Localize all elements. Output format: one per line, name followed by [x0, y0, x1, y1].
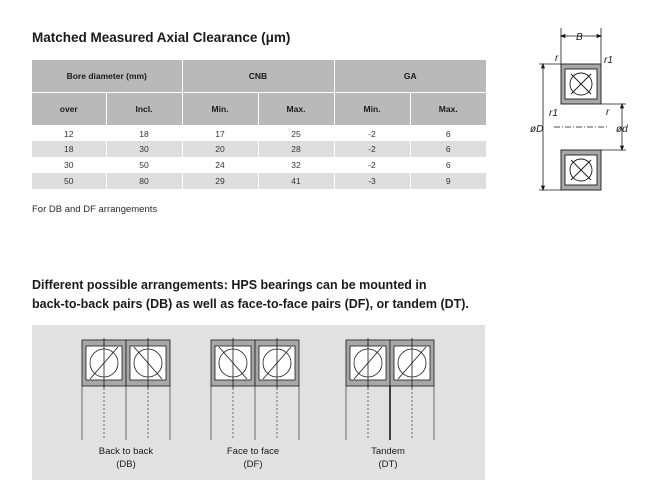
- col-header-incl: Incl.: [105, 92, 182, 125]
- table-cell: 41: [257, 173, 334, 189]
- table-cell: 17: [181, 125, 258, 141]
- width-label: B: [576, 32, 583, 43]
- r1-label-left: r1: [549, 108, 558, 119]
- table-cell: 18: [105, 125, 182, 141]
- col-header-over: over: [32, 92, 106, 125]
- table-cell: 50: [32, 173, 106, 189]
- r-label-right: r: [606, 107, 610, 118]
- arrangement-df-diagram: [210, 338, 300, 440]
- table-cell: -3: [333, 173, 410, 189]
- table-cell: 30: [105, 141, 182, 157]
- table-row: 12 18 17 25 -2 6: [32, 125, 486, 141]
- caption-dt-code: (DT): [378, 459, 398, 470]
- r1-label-top: r1: [604, 55, 613, 66]
- arrangements-description: Different possible arrangements: HPS bea…: [32, 276, 469, 314]
- table-cell: 6: [409, 125, 486, 141]
- caption-df-label: Face to face: [226, 446, 280, 457]
- page-title: Matched Measured Axial Clearance (μm): [32, 30, 291, 45]
- col-header-cnb-min: Min.: [181, 92, 258, 125]
- caption-db-label: Back to back: [98, 446, 154, 457]
- table-cell: 80: [105, 173, 182, 189]
- table-cell: 6: [409, 157, 486, 173]
- caption-dt: Tandem (DT): [338, 445, 438, 471]
- table-cell: 9: [409, 173, 486, 189]
- col-group-cnb: CNB: [181, 60, 334, 93]
- arrangements-line-2: back-to-back pairs (DB) as well as face-…: [32, 297, 469, 311]
- table-cell: 6: [409, 141, 486, 157]
- table-cell: 20: [181, 141, 258, 157]
- col-group-bore: Bore diameter (mm): [32, 60, 182, 93]
- table-cell: -2: [333, 141, 410, 157]
- table-cell: 28: [257, 141, 334, 157]
- bore-diameter-label: ød: [616, 124, 628, 135]
- caption-df: Face to face (DF): [203, 445, 303, 471]
- col-header-cnb-max: Max.: [257, 92, 334, 125]
- table-cell: 32: [257, 157, 334, 173]
- table-cell: -2: [333, 125, 410, 141]
- table-cell: 24: [181, 157, 258, 173]
- table-cell: 29: [181, 173, 258, 189]
- caption-df-code: (DF): [243, 459, 263, 470]
- table-cell: 12: [64, 129, 74, 139]
- table-row: 50 80 29 41 -3 9: [32, 173, 486, 189]
- bearing-cross-section: B r r1 r1 r øD ød: [530, 28, 628, 192]
- col-group-ga: GA: [333, 60, 486, 93]
- table-cell: 18: [32, 141, 106, 157]
- outer-diameter-label: øD: [530, 124, 543, 135]
- table-row: 18 30 20 28 -2 6: [32, 141, 486, 157]
- table-footnote: For DB and DF arrangements: [32, 204, 158, 215]
- col-header-ga-min: Min.: [333, 92, 410, 125]
- r-label-top: r: [555, 53, 559, 64]
- arrangement-db-diagram: [81, 338, 171, 440]
- table-cell: 30: [64, 160, 74, 170]
- arrangements-line-1: Different possible arrangements: HPS bea…: [32, 278, 427, 292]
- caption-db-code: (DB): [116, 459, 136, 470]
- arrangement-dt-diagram: [345, 338, 435, 440]
- table-cell: -2: [333, 157, 410, 173]
- clearance-table: Bore diameter (mm) CNB GA over Incl. Min…: [32, 60, 486, 189]
- table-row: 30 50 24 32 -2 6: [32, 157, 486, 173]
- caption-db: Back to back (DB): [76, 445, 176, 471]
- caption-dt-label: Tandem: [371, 446, 405, 457]
- col-header-ga-max: Max.: [409, 92, 486, 125]
- table-cell: 25: [257, 125, 334, 141]
- table-cell: 50: [105, 157, 182, 173]
